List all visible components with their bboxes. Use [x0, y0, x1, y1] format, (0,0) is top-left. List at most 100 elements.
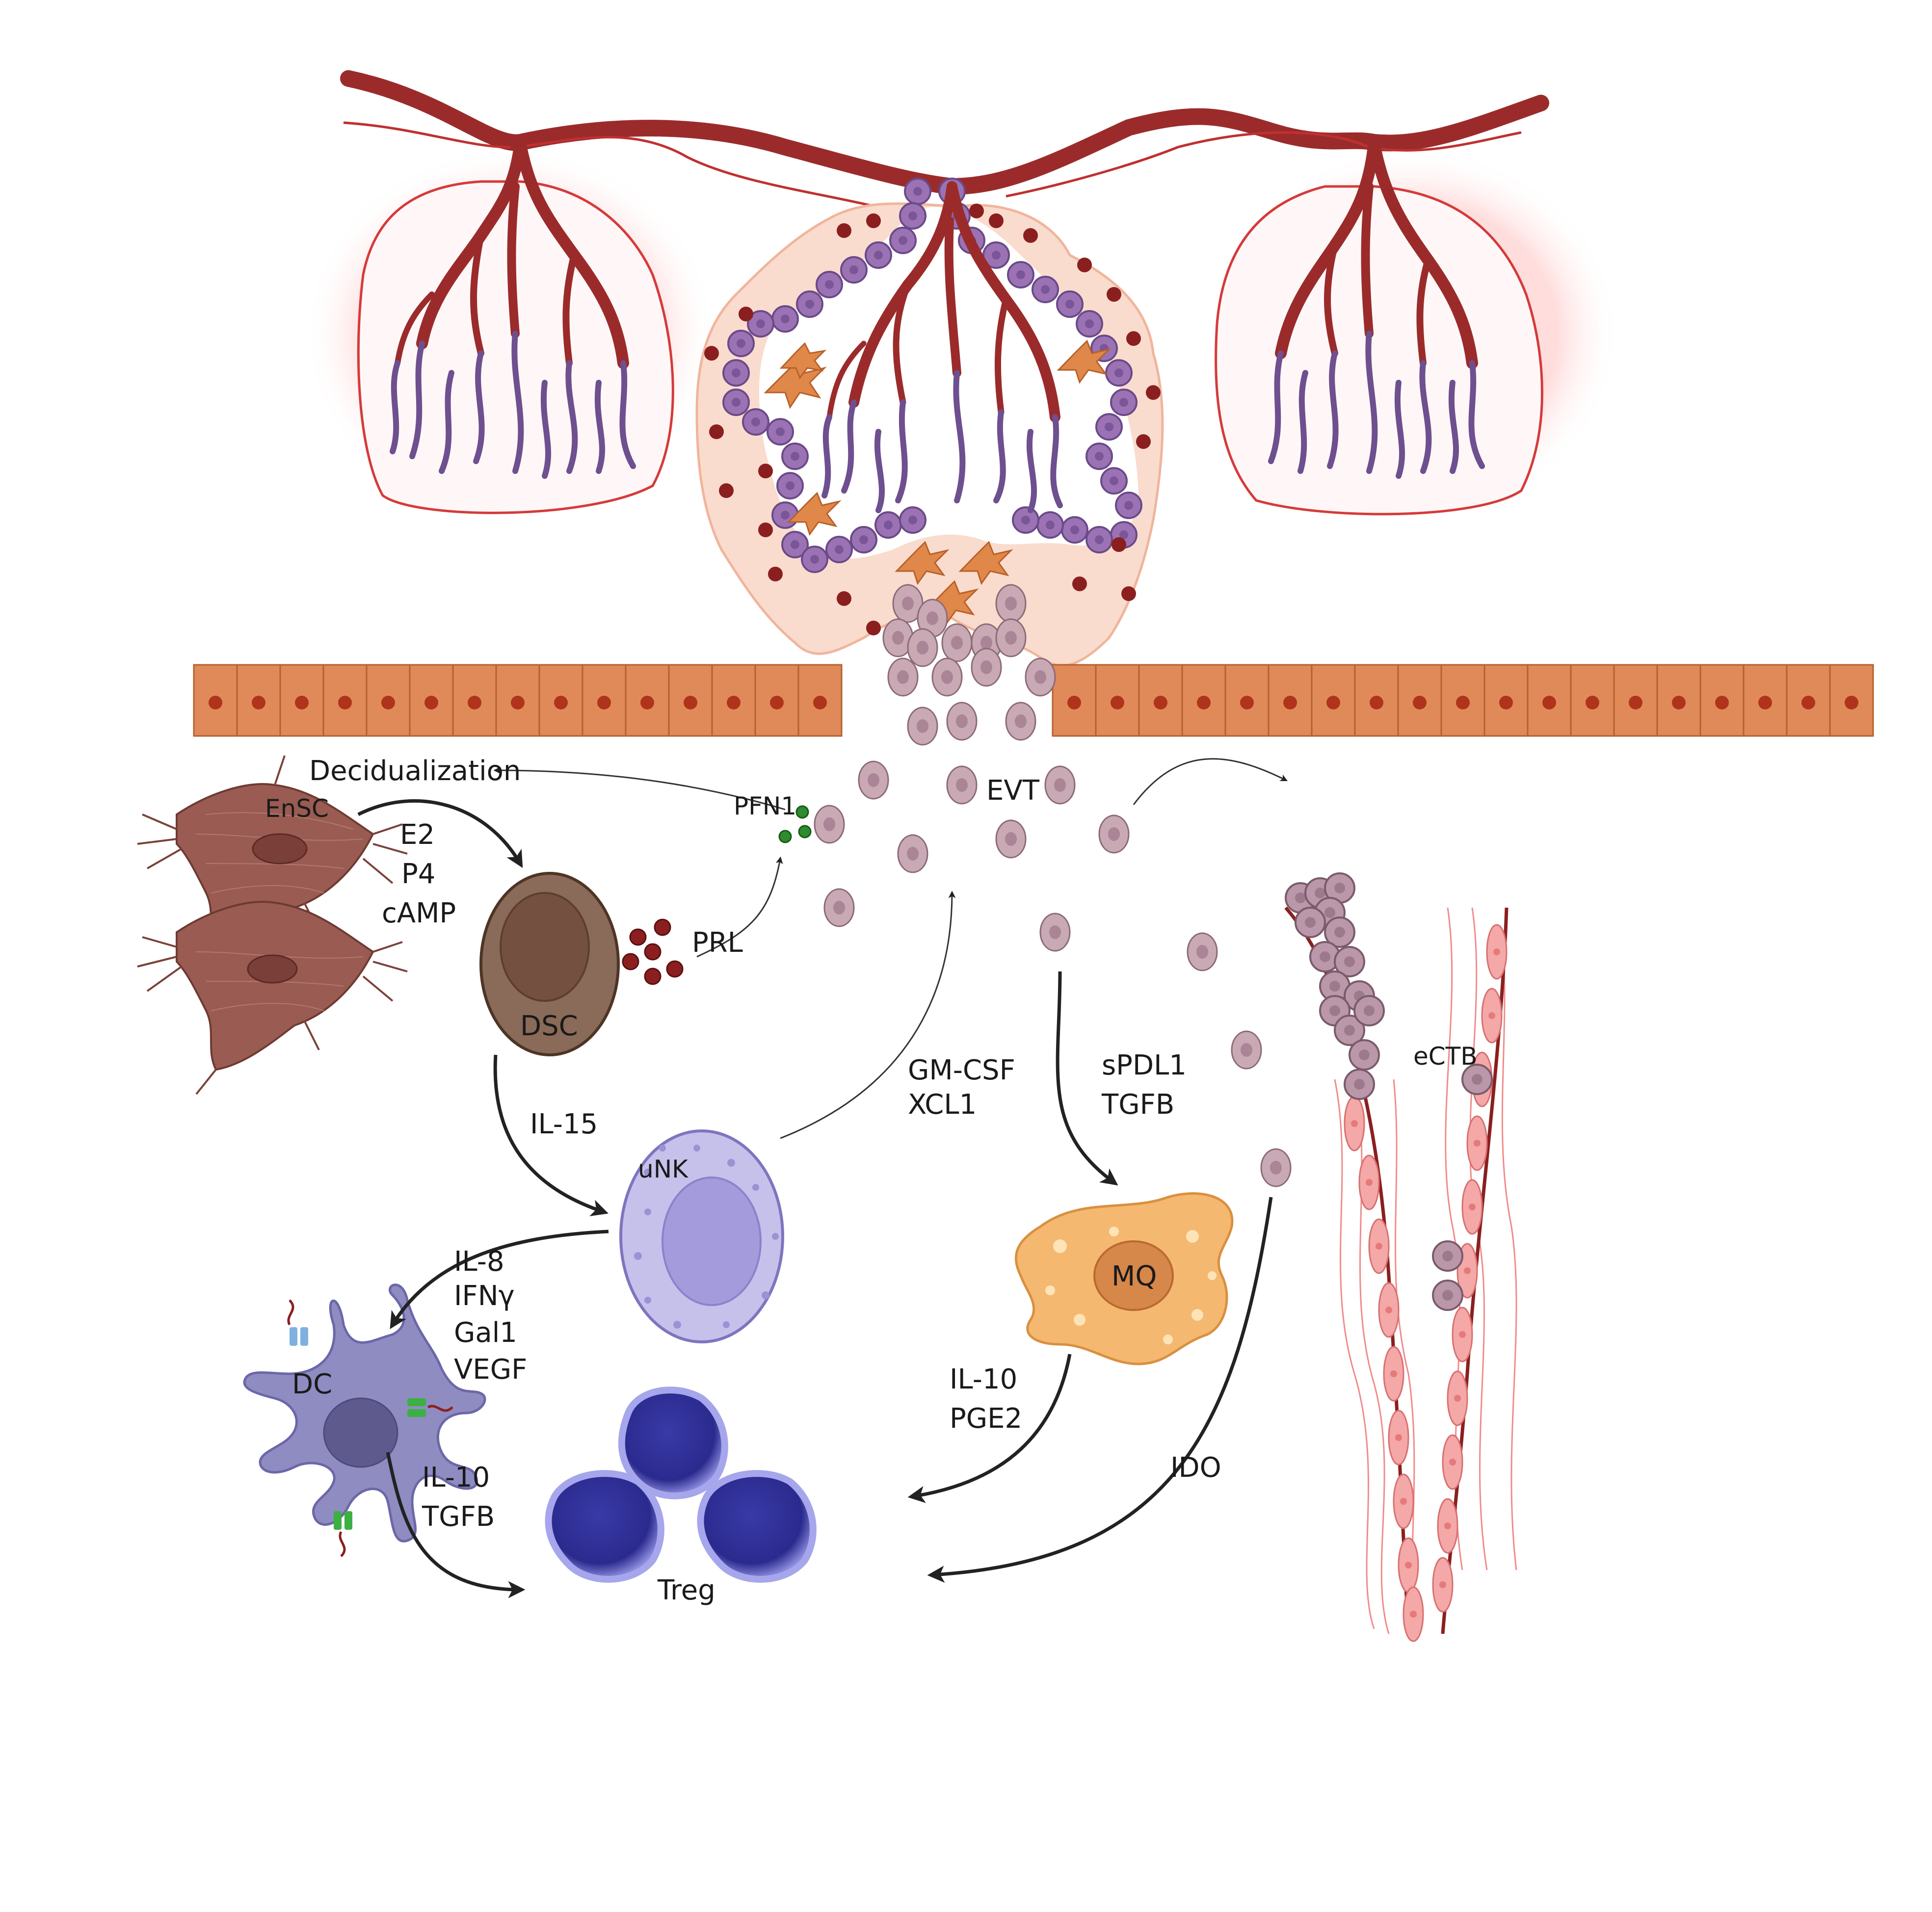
dc-receptor-bottom [334, 1511, 352, 1557]
arrow-dc-to-treg [386, 1452, 526, 1598]
evt-nucleus [1196, 945, 1208, 959]
dc-label: DC [292, 1368, 332, 1400]
central-veins [821, 370, 1063, 513]
decidualization-label: Decidualization [309, 755, 521, 787]
evt-nucleus [892, 631, 904, 645]
endovascular-trophoblast-nucleus [1320, 951, 1330, 962]
decidual-nucleus [1072, 576, 1087, 591]
ifny-label: IFNγ [454, 1280, 515, 1312]
arrow-ensc-to-dsc [357, 799, 523, 868]
tgfb-dc-label: TGFB [422, 1501, 495, 1533]
syncytial-nucleus [1095, 452, 1104, 461]
stromal-stellate-cells [764, 340, 1112, 625]
il8-label: IL-8 [454, 1246, 504, 1278]
endovascular-trophoblast-nucleus [1329, 981, 1340, 992]
epithelial-nucleus [1499, 696, 1513, 709]
arrow-evt-to-mq [1056, 971, 1118, 1186]
endovascular-trophoblast-nucleus [1364, 1005, 1375, 1016]
evt-nucleus [1005, 631, 1017, 645]
epithelial-cell [1138, 664, 1183, 737]
syncytial-nucleus [1016, 270, 1025, 279]
dendritic-cell: DC [243, 1283, 486, 1557]
uterine-nk-cell: uNK [619, 1129, 784, 1343]
syncytial-nucleus [791, 540, 799, 549]
syncytial-nucleus [908, 211, 917, 220]
syncytial-nucleus [1021, 516, 1030, 524]
epithelial-nucleus [813, 696, 827, 709]
evt-nucleus [1054, 778, 1066, 792]
decidual-nucleus [739, 307, 753, 321]
evt-nucleus [980, 660, 992, 674]
treg-cell-left [545, 1470, 664, 1583]
arrow-evt-to-treg-ido [927, 1197, 1273, 1583]
endothelial-nucleus [1390, 1370, 1397, 1377]
decidual-nucleus [704, 346, 719, 361]
endothelial-nucleus [1366, 1179, 1373, 1186]
endovascular-trophoblast-nucleus [1442, 1251, 1453, 1261]
right-villus-outline [1215, 185, 1543, 516]
mq-label: MQ [1112, 1260, 1157, 1292]
syncytial-nucleus [805, 300, 814, 309]
epithelial-nucleus [1456, 696, 1470, 709]
syncytial-nucleus [1085, 319, 1094, 328]
spiral-artery-network [304, 70, 1619, 667]
evt-nucleus [902, 597, 914, 610]
treg-cell-top [618, 1387, 728, 1499]
gal1-label: Gal1 [454, 1317, 517, 1349]
epithelial-nucleus [770, 696, 784, 709]
gmcsf-label: GM-CSF [908, 1054, 1015, 1086]
endovascular-trophoblasts [1285, 872, 1493, 1311]
il15-label: IL-15 [530, 1108, 598, 1140]
evt-nucleus [907, 847, 919, 861]
epithelial-nucleus [1845, 696, 1858, 709]
endovascular-trophoblast-nucleus [1329, 1005, 1340, 1016]
endovascular-trophoblast-nucleus [1442, 1290, 1453, 1301]
endothelial-nucleus [1400, 1498, 1407, 1505]
syncytial-nucleus [874, 251, 883, 260]
pge2-label: PGE2 [950, 1403, 1022, 1435]
tgfb-mq-label: TGFB [1101, 1089, 1174, 1121]
epithelial-nucleus [1154, 696, 1167, 709]
ensc-cell-bottom [137, 901, 408, 1095]
epithelial-nucleus [684, 696, 697, 709]
evt-nucleus [926, 611, 938, 625]
endothelial-nucleus [1410, 1611, 1417, 1618]
evt-label: EVT [986, 775, 1040, 807]
epithelial-nucleus [1801, 696, 1815, 709]
arrow-pfn1-to-decidualization [493, 766, 786, 811]
endothelial-nucleus [1439, 1581, 1446, 1588]
unk-granules [634, 1145, 779, 1329]
syncytial-nucleus [1095, 535, 1104, 544]
syncytial-nucleus [825, 280, 834, 289]
epithelial-nucleus [1197, 696, 1211, 709]
evt-nucleus [1015, 714, 1027, 728]
treg-label: Treg [657, 1574, 715, 1606]
remodeled-spiral-artery: eCTB [1284, 872, 1517, 1642]
endovascular-trophoblast-nucleus [1359, 1049, 1370, 1060]
decidual-nucleus [1023, 228, 1038, 243]
epithelial-nucleus [640, 696, 654, 709]
syncytial-nucleus [786, 481, 794, 490]
epithelial-nucleus [1283, 696, 1297, 709]
arrow-unk-to-dc [390, 1230, 609, 1329]
p4-label: P4 [401, 858, 435, 890]
decidual-nucleus [866, 213, 881, 228]
epithelial-nucleus [1715, 696, 1729, 709]
decidual-nucleus [1126, 331, 1141, 346]
evt-nucleus [823, 817, 835, 831]
evt-nucleus [1270, 1161, 1282, 1175]
syncytial-nucleus [791, 452, 799, 461]
decidual-nucleus [1112, 537, 1126, 552]
epithelial-nucleus [468, 696, 481, 709]
ido-label: IDO [1170, 1452, 1221, 1484]
dc-receptor-right [407, 1398, 453, 1417]
evt-nucleus [941, 670, 953, 684]
endothelial-nucleus [1395, 1434, 1402, 1441]
epithelial-nucleus [424, 696, 438, 709]
epithelial-nucleus [554, 696, 568, 709]
evt-nucleus [868, 773, 879, 787]
syncytial-nucleus [884, 521, 893, 529]
decidual-nucleus [1136, 434, 1151, 449]
arrow-prl-to-pfn1 [696, 856, 783, 958]
endothelial-cells [1344, 924, 1508, 1642]
